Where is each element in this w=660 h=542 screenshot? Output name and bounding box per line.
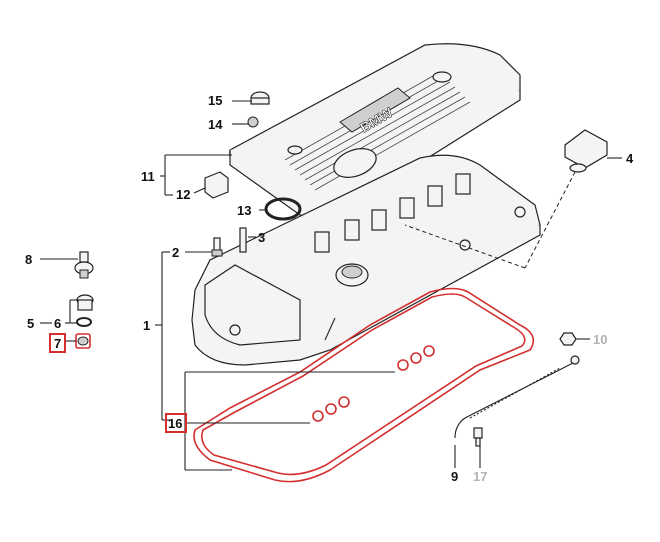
- label-17[interactable]: 17: [473, 469, 487, 484]
- label-14[interactable]: 14: [208, 117, 223, 132]
- part-13-seal-ring[interactable]: [264, 197, 302, 221]
- part-6-o-ring[interactable]: [76, 317, 92, 327]
- label-5[interactable]: 5: [27, 316, 34, 331]
- label-10[interactable]: 10: [593, 332, 607, 347]
- part-8-sensor[interactable]: [74, 251, 94, 279]
- oil-filler-opening: [341, 265, 363, 279]
- engine-cover[interactable]: BMW: [229, 43, 521, 219]
- logo-plate: [339, 87, 411, 133]
- part-14-grommet[interactable]: [247, 116, 259, 128]
- part-10-nut[interactable]: [559, 332, 577, 346]
- spark-plug-seal-lower: [312, 396, 350, 422]
- cover-bolt-hole: [287, 145, 303, 155]
- label-9[interactable]: 9: [451, 469, 458, 484]
- cylinder-head-cover[interactable]: [191, 154, 541, 366]
- part-2-stud[interactable]: [211, 237, 223, 257]
- breather-pipe: [324, 317, 336, 341]
- cover-end-housing: [204, 264, 301, 346]
- part-4-oil-cap[interactable]: [564, 129, 608, 173]
- label-6[interactable]: 6: [54, 316, 61, 331]
- part-3-stud[interactable]: [239, 227, 247, 253]
- coil-tower: [427, 185, 443, 207]
- cover-bolt-boss: [229, 324, 241, 336]
- label-2[interactable]: 2: [172, 245, 179, 260]
- spark-plug-seal-upper: [397, 345, 435, 371]
- cover-bolt-hole: [432, 71, 452, 83]
- cover-bolt-boss: [514, 206, 526, 218]
- part-5-assembly[interactable]: [76, 294, 94, 311]
- coil-tower: [399, 197, 415, 219]
- cover-cap-opening: [333, 148, 377, 178]
- coil-tower: [371, 209, 387, 231]
- part-7-seal[interactable]: [75, 333, 91, 349]
- label-4[interactable]: 4: [626, 151, 634, 166]
- label-3[interactable]: 3: [258, 230, 265, 245]
- coil-tower: [455, 173, 471, 195]
- part-12-block[interactable]: [204, 171, 229, 199]
- label-16-highlight-box: [165, 413, 187, 433]
- label-7[interactable]: 7: [54, 336, 61, 351]
- valve-cover-gasket[interactable]: [193, 287, 535, 483]
- ground-cable[interactable]: [454, 355, 580, 439]
- label-16[interactable]: 16: [168, 416, 182, 431]
- label-8[interactable]: 8: [25, 252, 32, 267]
- label-1[interactable]: 1: [143, 318, 150, 333]
- label-12[interactable]: 12: [176, 187, 190, 202]
- label-11[interactable]: 11: [141, 169, 155, 184]
- coil-tower: [314, 231, 330, 253]
- part-17-bolt[interactable]: [473, 427, 483, 447]
- part-15-cap[interactable]: [250, 91, 270, 105]
- cover-bolt-boss: [459, 239, 471, 251]
- label-13[interactable]: 13: [237, 203, 251, 218]
- coil-tower: [344, 219, 360, 241]
- label-15[interactable]: 15: [208, 93, 222, 108]
- label-7-highlight-box: [49, 333, 66, 353]
